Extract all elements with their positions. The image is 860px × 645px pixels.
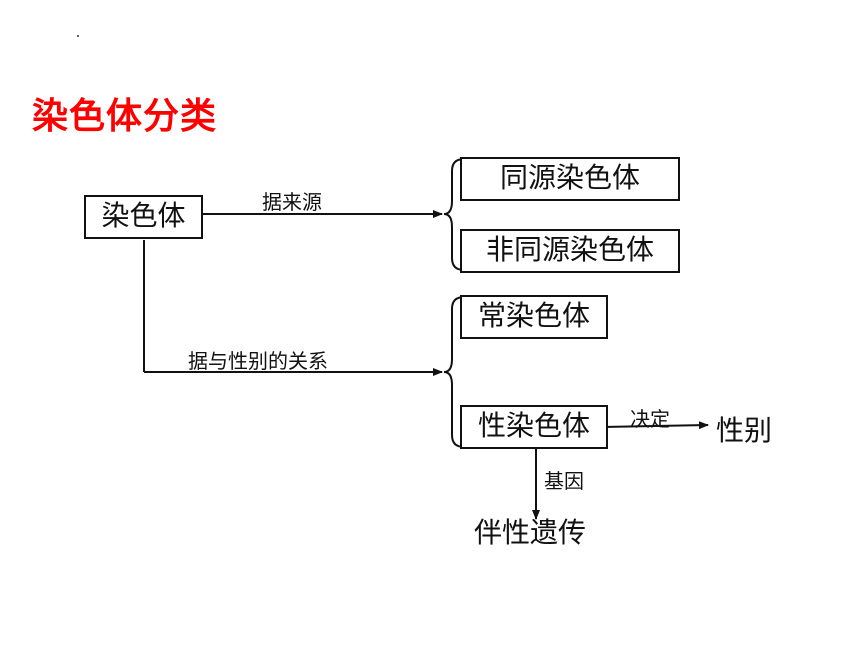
chromosome-classification-diagram: 染色体 据来源 同源染色体 非同源染色体 据与性别的关系 常染色体 性染色体 决… [82,155,782,549]
text-sex: 性别 [716,414,773,447]
box-autosome: 常染色体 [460,295,608,339]
page-title: 染色体分类 [32,96,218,137]
text-autosome: 常染色体 [477,299,590,332]
text-non-homologous: 非同源染色体 [485,233,654,266]
root-box: 染色体 [84,195,203,239]
text-sex-linked-inheritance: 伴性遗传 [474,516,587,549]
label-by-sex-relation: 据与性别的关系 [188,349,328,373]
brace-sex [443,296,465,448]
box-non-homologous: 非同源染色体 [460,229,680,273]
text-sex-chromosome: 性染色体 [477,409,590,442]
box-homologous: 同源染色体 [460,157,680,201]
root-text: 染色体 [101,199,186,232]
arrow-decide [601,421,709,430]
connector-lines [143,158,709,520]
box-sex-chromosome: 性染色体 [460,405,608,449]
text-homologous: 同源染色体 [499,161,640,194]
label-gene: 基因 [544,469,584,493]
stray-dot [77,35,79,37]
label-decide: 决定 [630,407,670,431]
label-by-source: 据来源 [262,190,322,214]
brace-source [443,158,465,271]
